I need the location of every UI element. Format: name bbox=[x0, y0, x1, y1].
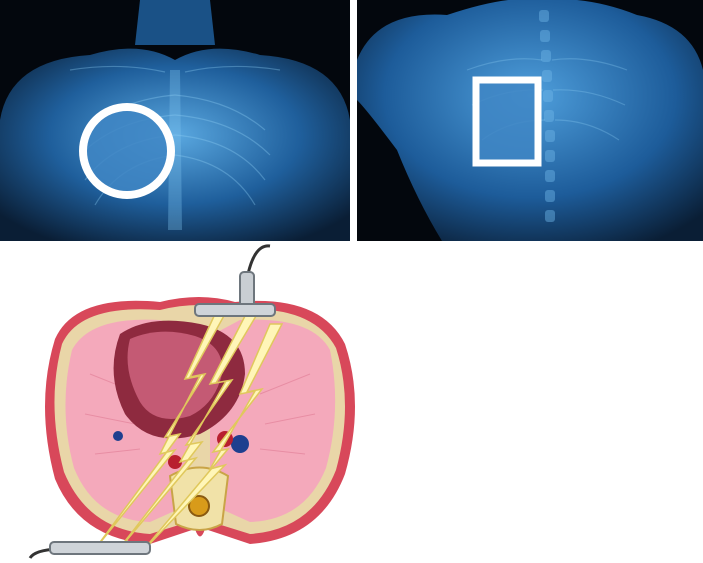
rectangle-pad-icon bbox=[476, 80, 538, 163]
anterior-torso-panel bbox=[0, 0, 350, 241]
thorax-cross-section-image bbox=[0, 244, 400, 563]
anterior-torso-image bbox=[0, 0, 350, 241]
posterior-torso-image bbox=[357, 0, 703, 241]
posterior-torso-panel bbox=[357, 0, 703, 241]
thorax-cross-section-panel bbox=[0, 244, 400, 563]
